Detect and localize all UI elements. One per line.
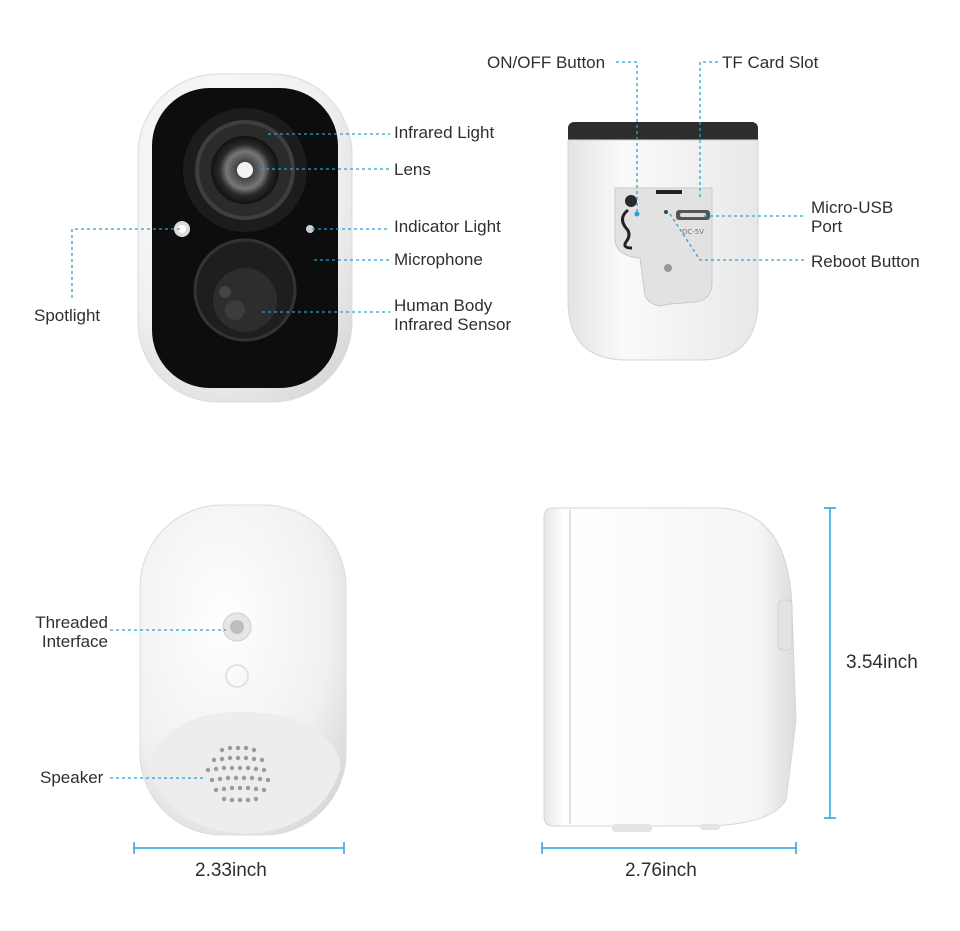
label-human-body-line1: Human Body xyxy=(394,296,493,315)
label-threaded-line2: Interface xyxy=(41,632,108,651)
side-camera xyxy=(543,507,797,832)
label-lens: Lens xyxy=(394,160,431,179)
label-threaded-line1: Threaded xyxy=(35,613,108,632)
label-threaded-interface: Threaded Interface xyxy=(28,613,108,651)
label-micro-usb-port: Micro-USB Port xyxy=(811,198,893,236)
label-microphone: Microphone xyxy=(394,250,483,269)
dimension-height: 3.54inch xyxy=(846,652,918,673)
dimension-width: 2.33inch xyxy=(195,860,267,881)
dimension-depth: 2.76inch xyxy=(625,860,697,881)
bottom-camera xyxy=(567,122,759,361)
label-reboot-button: Reboot Button xyxy=(811,252,920,271)
label-on-off-button: ON/OFF Button xyxy=(487,53,606,72)
label-tf-card-slot: TF Card Slot xyxy=(722,53,819,72)
front-camera xyxy=(137,73,353,403)
label-human-body-line2: Infrared Sensor xyxy=(394,315,512,334)
back-camera xyxy=(139,504,347,836)
label-human-body-sensor: Human Body Infrared Sensor xyxy=(394,296,511,334)
port-marking: DC-5V xyxy=(682,228,705,236)
label-infrared-light: Infrared Light xyxy=(394,123,495,142)
dimension-lines xyxy=(133,507,836,854)
label-speaker: Speaker xyxy=(40,768,104,787)
leader-lines xyxy=(71,61,806,779)
label-micro-usb-line1: Micro-USB xyxy=(811,198,894,217)
speaker-grille xyxy=(205,745,271,803)
label-micro-usb-line2: Port xyxy=(811,217,843,236)
label-spotlight: Spotlight xyxy=(34,306,101,325)
label-indicator-light: Indicator Light xyxy=(394,217,501,236)
